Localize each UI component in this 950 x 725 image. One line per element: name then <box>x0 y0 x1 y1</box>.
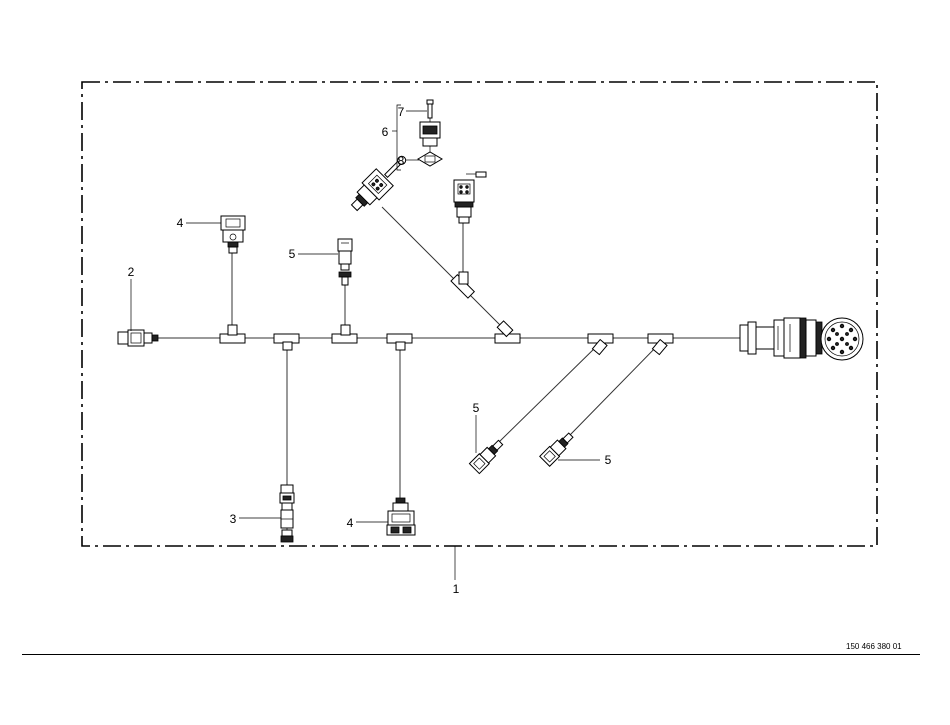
branch-wire-diag-upper <box>381 206 506 331</box>
assembly-boundary <box>81 81 878 547</box>
footer-rule <box>22 654 920 655</box>
callout-4-bottom: 4 <box>347 516 354 530</box>
main-round-connector <box>739 317 864 361</box>
sensor-connector-upper-right <box>453 171 487 224</box>
callout-3: 3 <box>230 512 237 526</box>
tee-joint <box>331 324 358 344</box>
connector-item-4-bottom <box>386 497 416 536</box>
tee-joint <box>587 333 614 356</box>
tee-joint <box>219 324 246 344</box>
callout-4-top: 4 <box>177 216 184 230</box>
callout-8: 8 <box>398 154 405 168</box>
callout-5-lower-left: 5 <box>473 401 480 415</box>
connector-item-4-top <box>220 215 246 254</box>
connector-item-5-lower-left <box>468 439 504 475</box>
tee-joint <box>386 333 413 351</box>
connector-item-2 <box>117 329 159 347</box>
callout-7: 7 <box>398 105 405 119</box>
callout-5-top: 5 <box>289 247 296 261</box>
branch-wire-5-left <box>497 342 601 444</box>
branch-wire-5-right <box>569 342 661 436</box>
drawing-number: 150 466 380 01 <box>846 642 902 651</box>
callout-5-lower-right: 5 <box>605 453 612 467</box>
sensor-connector-upper-left <box>350 155 407 212</box>
callout-1: 1 <box>453 582 460 596</box>
connector-item-5-top <box>337 238 353 286</box>
connector-item-5-lower-right <box>539 432 574 467</box>
callout-6: 6 <box>382 125 389 139</box>
exploded-parts-item-6 <box>417 99 443 167</box>
connector-item-3 <box>279 484 295 543</box>
bracket-item-6 <box>396 104 401 171</box>
callout-2: 2 <box>128 265 135 279</box>
tee-joint <box>273 333 300 351</box>
tee-joint <box>494 320 521 344</box>
tee-joint-upper-diagonal <box>450 271 476 299</box>
tee-joint <box>647 333 674 356</box>
